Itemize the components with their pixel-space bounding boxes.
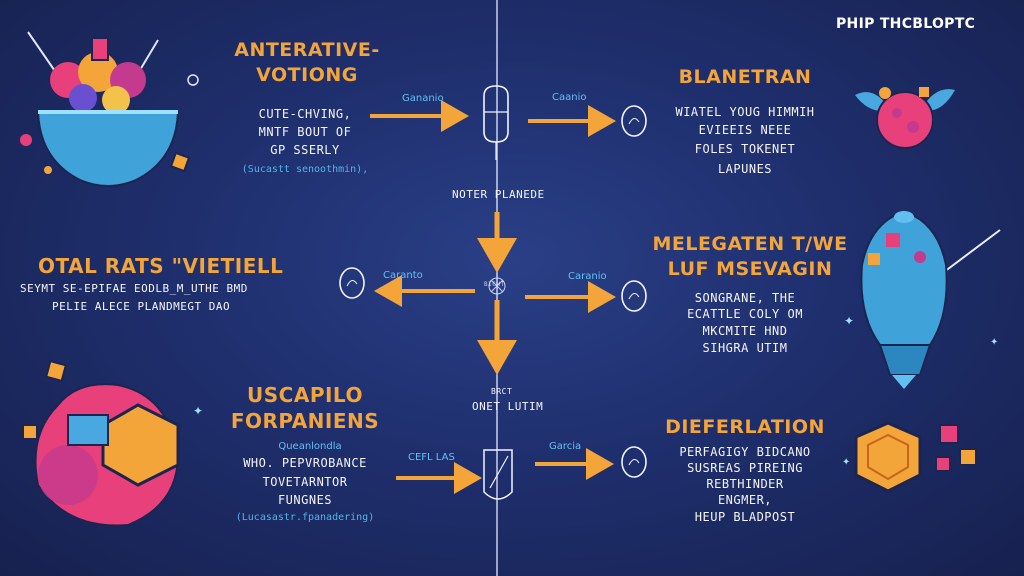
bottom-left-title-1: USCAPILO: [247, 383, 363, 407]
arrow-label-mid-left: Caranto: [383, 270, 423, 281]
bottom-right-line-2: SUSREAS PIREING: [687, 461, 803, 475]
center-top-label: NOTER PLANEDE: [452, 188, 545, 201]
center-lower-label-1: BRCT: [491, 387, 513, 396]
bottom-right-title: DIEFERLATION: [665, 416, 825, 438]
top-right-line-2: EVIEEIS NEEE: [698, 123, 792, 137]
top-left-line-2: MNTF BOUT OF: [258, 125, 352, 139]
bottom-left-line-2: TOVETARNTOR: [262, 475, 348, 489]
bottom-left-title-2: FORPANIENS: [230, 409, 380, 433]
top-right-line-3: FOLES TOKENET: [694, 142, 796, 156]
bottom-right-line-5: HEUP BLADPOST: [694, 510, 796, 524]
bottom-right-line-3: REBTHINDER: [706, 477, 784, 491]
arrow-label-bottom-left: CEFL LAS: [408, 452, 455, 463]
hexagon-cluster-icon: ✦: [22, 359, 203, 527]
bottom-right-line-4: ENGMER,: [717, 493, 773, 507]
brand-label: PHIP THCBLOPTC: [836, 16, 976, 32]
arrow-label-mid-right: Caranio: [568, 271, 607, 282]
bottom-left-line-3: FUNGNES: [277, 493, 333, 507]
mid-right-line-4: SIHGRA UTIM: [702, 341, 788, 355]
flask-node-icon: [483, 85, 509, 160]
top-right-line-1: WIATEL YOUG HIMMIH: [675, 105, 815, 119]
mid-left-line-2: PELIE ALECE PLANDMEGT DAO: [52, 300, 231, 313]
hexagon-coin-icon: ✦: [842, 421, 977, 493]
junction-node-icon: [488, 277, 506, 295]
top-left-line-3: GP SSERLY: [270, 143, 340, 157]
top-left-line-1: CUTE-CHVING,: [258, 107, 352, 121]
arrow-label-top-left: Gananio: [402, 93, 444, 104]
shield-node-icon: [483, 449, 513, 500]
bottom-right-line-1: PERFAGIGY BIDCANO: [679, 445, 811, 459]
bottom-left-line-1: WHO. PEPVROBANCE: [243, 456, 367, 470]
arrow-label-top-right: Caanio: [552, 92, 587, 103]
mid-left-line-1: SEYMT SE-EPIFAE EODLB_M_UTHE BMD: [20, 282, 248, 295]
svg-text:✦: ✦: [844, 314, 854, 328]
rocket-capsule-icon: ✦ ✦: [844, 211, 1001, 389]
mid-right-line-1: SONGRANE, THE: [694, 291, 796, 305]
svg-text:✦: ✦: [842, 457, 850, 468]
mid-right-line-3: MKCMITE HND: [702, 324, 788, 338]
svg-text:✦: ✦: [193, 404, 203, 418]
center-lower-label-2: ONET LUTIM: [472, 400, 544, 413]
egg-node-mid-right-icon: [621, 280, 647, 312]
top-left-title-2: VOTIONG: [256, 64, 358, 86]
mid-right-title-1: MELEGATEN T/WE: [652, 233, 848, 255]
svg-text:✦: ✦: [990, 337, 998, 348]
center-middle-label: BICHT: [484, 281, 505, 288]
mid-left-title: OTAL RATS "VIETIELL: [38, 254, 284, 278]
egg-node-mid-left-icon: [339, 267, 365, 299]
cauldron-icon: [20, 31, 199, 187]
bottom-left-note: (Lucasastr.fpanadering): [235, 512, 375, 523]
bottom-left-sub: Queanlondla: [278, 441, 342, 452]
arrow-label-bottom-right: Garcia: [549, 441, 582, 452]
egg-node-top-right-icon: [621, 105, 647, 137]
top-right-line-4: LAPUNES: [717, 162, 773, 176]
winged-planet-icon: [855, 87, 955, 149]
mid-right-title-2: LUF MSEVAGIN: [667, 258, 833, 280]
egg-node-bottom-right-icon: [621, 446, 647, 478]
mid-right-line-2: ECATTLE COLY OM: [687, 307, 803, 321]
top-left-note: (Sucastt senoothmin),: [241, 164, 369, 175]
top-right-title: BLANETRAN: [678, 66, 812, 88]
top-left-title-1: ANTERATIVE-: [234, 39, 380, 61]
